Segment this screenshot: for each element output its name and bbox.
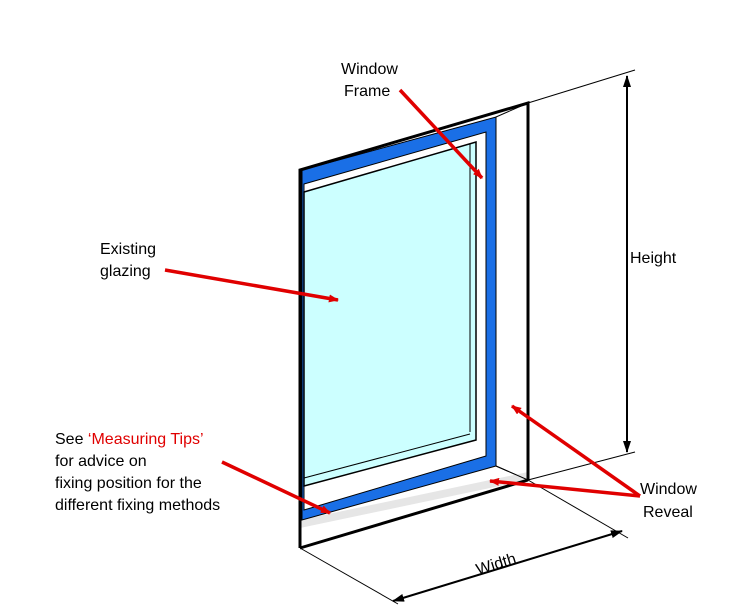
existing-glazing-arrow — [164, 268, 339, 303]
measuring-note-line3: fixing position for the — [55, 475, 202, 492]
existing-glazing-label-line1: Existing — [100, 241, 156, 258]
window-sill — [300, 472, 528, 528]
window-frame-label-line2: Frame — [344, 83, 390, 100]
opening-outline — [298, 100, 530, 548]
reveal-inner-edge — [495, 465, 529, 481]
measuring-note-line1: See ‘Measuring Tips’ — [55, 431, 204, 448]
opening-bottom-edge — [299, 478, 529, 550]
window-frame-arrow — [398, 88, 484, 180]
width-dimension-arrow — [392, 530, 623, 602]
height-extension-bottom — [527, 451, 636, 481]
measuring-note-line4: different fixing methods — [55, 497, 220, 514]
height-label: Height — [630, 250, 677, 267]
measuring-note-line2: for advice on — [55, 453, 147, 470]
measuring-tips-link[interactable]: ‘Measuring Tips’ — [88, 431, 204, 448]
window-reveal-arrow-lower — [489, 477, 641, 498]
window-frame-label-line1: Window — [341, 61, 398, 78]
measuring-note-prefix: See — [55, 431, 88, 448]
existing-glazing-label-line2: glazing — [100, 263, 151, 280]
width-extension-left — [299, 547, 399, 605]
window-reveal-side — [495, 102, 529, 481]
glazing-bead-bottom — [303, 433, 471, 479]
width-label: Width — [474, 551, 518, 579]
window-reveal-label-line1: Window — [640, 481, 697, 498]
window-reveal-arrow-upper — [510, 404, 642, 498]
width-extension-right — [527, 479, 629, 539]
window-reveal-label-line2: Reveal — [643, 504, 693, 521]
measuring-tips-arrow — [221, 460, 331, 515]
height-extension-top — [527, 69, 636, 104]
existing-glazing-pane — [303, 141, 477, 487]
